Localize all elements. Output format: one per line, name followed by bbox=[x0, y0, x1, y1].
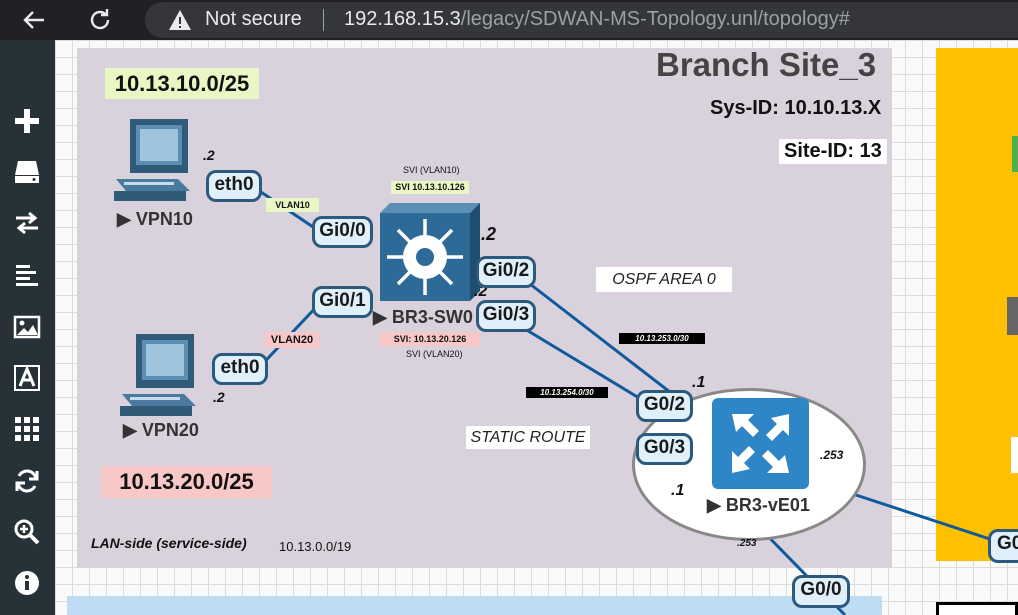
svi-vlan20-ip: SVI: 10.13.20.126 bbox=[380, 332, 480, 346]
ospf-area-label: OSPF AREA 0 bbox=[596, 267, 732, 292]
bottom-right-box bbox=[936, 602, 1018, 615]
vpn20-eth0-port[interactable]: eth0 bbox=[212, 353, 268, 385]
storage-icon[interactable] bbox=[12, 157, 42, 187]
security-label[interactable]: Not secure bbox=[205, 8, 302, 30]
vlan10-subnet-label: 10.13.10.0/25 bbox=[105, 68, 259, 99]
vpn10-computer-icon[interactable] bbox=[110, 115, 202, 207]
vpn20-host-addr: .2 bbox=[213, 389, 225, 405]
panel-green-mark bbox=[1012, 136, 1018, 172]
router-icon[interactable] bbox=[712, 398, 809, 489]
text-icon[interactable] bbox=[12, 363, 42, 393]
image-icon[interactable] bbox=[12, 312, 42, 342]
browser-toolbar: Not secure 192.168.15.3/legacy/SDWAN-MS-… bbox=[0, 0, 1018, 40]
switch-gi00-port[interactable]: Gi0/0 bbox=[312, 216, 373, 248]
lan-side-label: LAN-side (service-side) bbox=[91, 535, 247, 551]
vpn10-eth0-port[interactable]: eth0 bbox=[206, 170, 262, 202]
warning-icon[interactable] bbox=[168, 8, 192, 32]
svi-vlan10-ip: SVI 10.13.10.126 bbox=[391, 181, 469, 194]
info-icon[interactable] bbox=[12, 568, 42, 598]
router-g00-port[interactable]: G0/0 bbox=[792, 575, 850, 608]
separator bbox=[323, 9, 324, 31]
refresh-icon[interactable] bbox=[12, 466, 42, 496]
router-g0-right-port[interactable]: G0 bbox=[988, 529, 1018, 563]
router-g03-port[interactable]: G0/3 bbox=[636, 433, 693, 465]
lan-network-label: 10.13.0.0/19 bbox=[279, 539, 352, 554]
vlan20-tag: VLAN20 bbox=[265, 332, 319, 348]
sidebar bbox=[0, 40, 55, 615]
panel-white-mark bbox=[1011, 437, 1018, 473]
switch-gi03-port[interactable]: Gi0/3 bbox=[476, 300, 536, 332]
vlan20-subnet-label: 10.13.20.0/25 bbox=[101, 466, 272, 498]
vlan10-tag: VLAN10 bbox=[266, 198, 319, 212]
reload-icon[interactable] bbox=[84, 4, 116, 36]
right-site-panel bbox=[936, 48, 1018, 561]
switch-gi01-port[interactable]: Gi0/1 bbox=[312, 286, 373, 318]
url-host: 192.168.15.3 bbox=[344, 8, 461, 30]
router-bottom-host-addr: .253 bbox=[737, 538, 757, 549]
l3-switch-icon[interactable] bbox=[380, 203, 480, 301]
site-id-label: Site-ID: 13 bbox=[779, 139, 887, 164]
switch-upper-host-addr: .2 bbox=[481, 224, 497, 244]
site-title: Branch Site_3 bbox=[656, 46, 877, 83]
back-arrow-icon[interactable] bbox=[18, 4, 50, 36]
router-g02-port[interactable]: G0/2 bbox=[636, 390, 693, 422]
bottom-panel bbox=[67, 596, 882, 615]
vpn20-label[interactable]: ▶ VPN20 bbox=[123, 420, 199, 440]
svi-vlan10-title: SVI (VLAN10) bbox=[403, 165, 460, 175]
panel-grey-mark bbox=[1007, 297, 1018, 335]
router-right-host-addr: .253 bbox=[820, 448, 844, 462]
url-path: /legacy/SDWAN-MS-Topology.unl/topology# bbox=[460, 8, 850, 30]
vpn20-computer-icon[interactable] bbox=[116, 330, 208, 422]
add-icon[interactable] bbox=[12, 106, 42, 136]
switch-gi02-port[interactable]: Gi0/2 bbox=[476, 256, 536, 288]
align-left-icon[interactable] bbox=[12, 260, 42, 290]
svi-vlan20-title: SVI (VLAN20) bbox=[406, 349, 463, 359]
vpn10-label[interactable]: ▶ VPN10 bbox=[117, 209, 193, 229]
static-route-label: STATIC ROUTE bbox=[466, 426, 590, 449]
link-254-subnet: 10.13.254.0/30 bbox=[526, 387, 608, 398]
grid-icon[interactable] bbox=[12, 414, 42, 444]
sys-id-label: Sys-ID: 10.10.13.X bbox=[710, 97, 882, 119]
router-lower-host-addr: .1 bbox=[671, 482, 685, 499]
router-upper-host-addr: .1 bbox=[692, 374, 706, 391]
zoom-icon[interactable] bbox=[12, 517, 42, 547]
url-text[interactable]: 192.168.15.3/legacy/SDWAN-MS-Topology.un… bbox=[344, 8, 850, 31]
vpn10-host-addr: .2 bbox=[203, 147, 215, 163]
address-bar[interactable] bbox=[145, 2, 1018, 38]
transfer-icon[interactable] bbox=[12, 208, 42, 238]
router-label[interactable]: ▶ BR3-vE01 bbox=[707, 495, 810, 515]
switch-label[interactable]: ▶ BR3-SW0 bbox=[373, 307, 473, 327]
link-253-subnet: 10.13.253.0/30 bbox=[619, 333, 705, 344]
